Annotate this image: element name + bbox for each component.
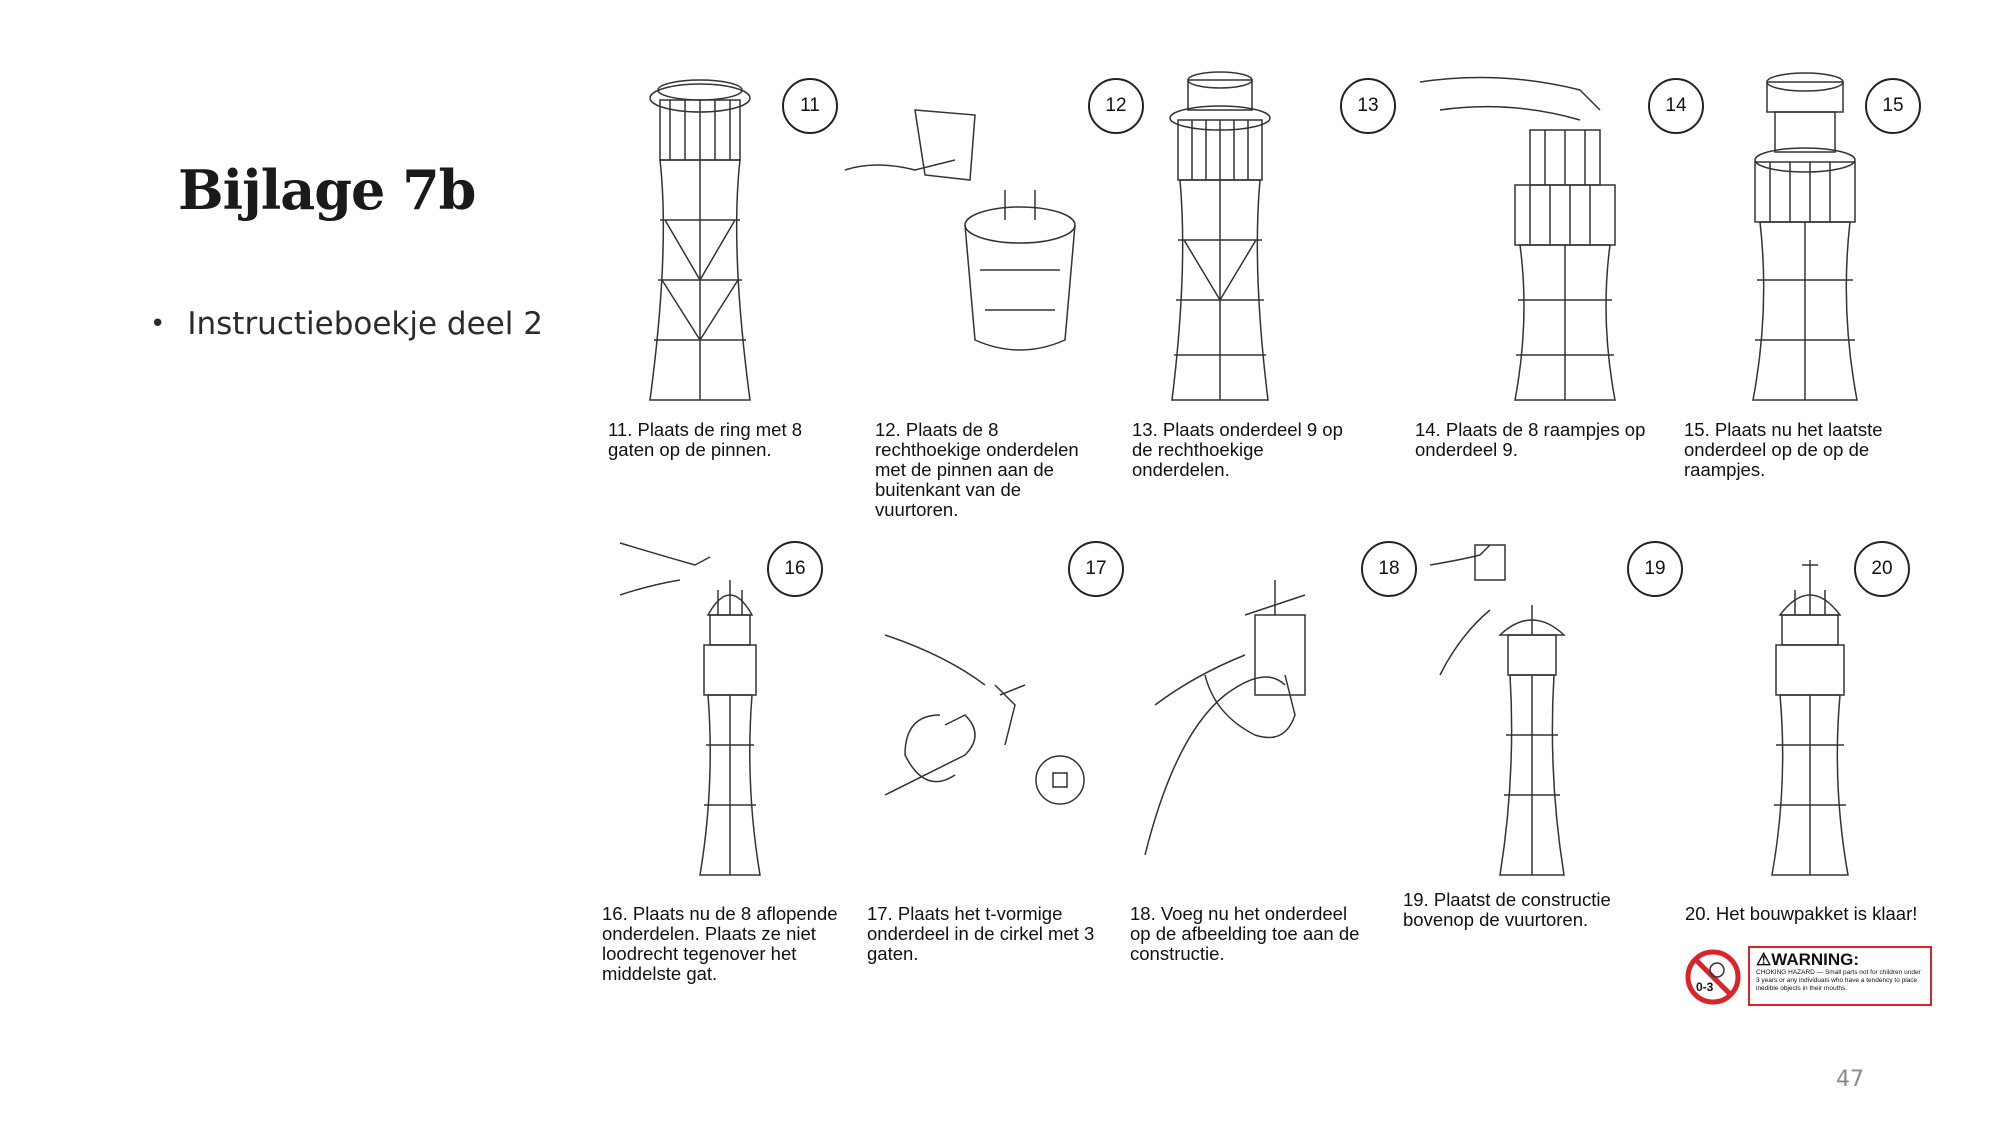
- age-label: 0-3: [1696, 980, 1714, 994]
- step-number-badge: 13: [1340, 78, 1396, 134]
- step-15-caption: 15. Plaats nu het laatste onderdeel op d…: [1684, 419, 1883, 480]
- bullet-text: Instructieboekje deel 2: [187, 306, 543, 342]
- ring-placement-illustration: [844, 109, 1076, 351]
- step-number-badge: 11: [782, 78, 838, 134]
- step-13-panel: [1169, 70, 1340, 410]
- step-17-caption: 17. Plaats het t-vormige onderdeel in de…: [867, 903, 1095, 964]
- t-piece-illustration: [884, 634, 1085, 805]
- step-number-badge: 12: [1088, 78, 1144, 134]
- step-14-caption: 14. Plaats de 8 raampjes op onderdeel 9.: [1415, 419, 1646, 460]
- tower-illustration: [1169, 71, 1271, 401]
- step-20-panel: 20: [1760, 535, 1960, 880]
- step-17-panel: 17: [884, 535, 1135, 880]
- step-18-caption: 18. Voeg nu het onderdeel op de afbeeldi…: [1130, 903, 1360, 964]
- warning-text: CHOKING HAZARD — Small parts not for chi…: [1756, 969, 1921, 992]
- tower-illustration: [1429, 544, 1566, 876]
- no-children-icon: [1685, 949, 1741, 1005]
- step-number-badge: 16: [767, 541, 823, 597]
- step-20-caption: 20. Het bouwpakket is klaar!: [1685, 903, 1918, 924]
- step-12-caption: 12. Plaats de 8 rechthoekige onderdelen …: [875, 419, 1079, 520]
- step-13-caption: 13. Plaats onderdeel 9 op de rechthoekig…: [1132, 419, 1343, 480]
- step-16-caption: 16. Plaats nu de 8 aflopende onderdelen.…: [602, 903, 838, 984]
- tower-illustration: [649, 79, 751, 401]
- bullet-dot: •: [150, 309, 166, 339]
- choking-hazard-warning: 0-3 ⚠WARNING: CHOKING HAZARD — Small par…: [1684, 946, 1932, 1010]
- step-16-panel: 16: [619, 535, 860, 880]
- warning-title: ⚠WARNING:: [1756, 950, 1860, 969]
- step-14-panel: 13 14: [1340, 70, 1710, 410]
- step-number-badge: 18: [1361, 541, 1417, 597]
- dome-placement-illustration: [619, 542, 761, 876]
- step-18-panel: 18: [1135, 535, 1455, 880]
- step-19-caption: 19. Plaatst de constructie bovenop de vu…: [1403, 889, 1611, 930]
- step-12-panel: 12: [844, 70, 1144, 410]
- step-number-badge: 17: [1068, 541, 1124, 597]
- step-11-panel: 11: [630, 70, 850, 410]
- finished-tower-illustration: [1771, 560, 1849, 876]
- windows-placement-illustration: [1419, 76, 1616, 401]
- tower-illustration: [1752, 72, 1858, 401]
- slide-title: Bijlage 7b: [178, 158, 476, 222]
- bullet-item: • Instructieboekje deel 2: [150, 306, 543, 342]
- step-number-badge: 19: [1627, 541, 1683, 597]
- step-15-panel: 15: [1735, 70, 1945, 410]
- step-number-badge: 15: [1865, 78, 1921, 134]
- hand-assembly-illustration: [1144, 580, 1306, 856]
- warning-box: ⚠WARNING: CHOKING HAZARD — Small parts n…: [1748, 946, 1932, 1006]
- step-number-badge: 14: [1648, 78, 1704, 134]
- page-number: 47: [1836, 1067, 1864, 1092]
- step-19-panel: 19: [1420, 535, 1690, 880]
- step-11-caption: 11. Plaats de ring met 8 gaten op de pin…: [608, 419, 803, 460]
- step-number-badge: 20: [1854, 541, 1910, 597]
